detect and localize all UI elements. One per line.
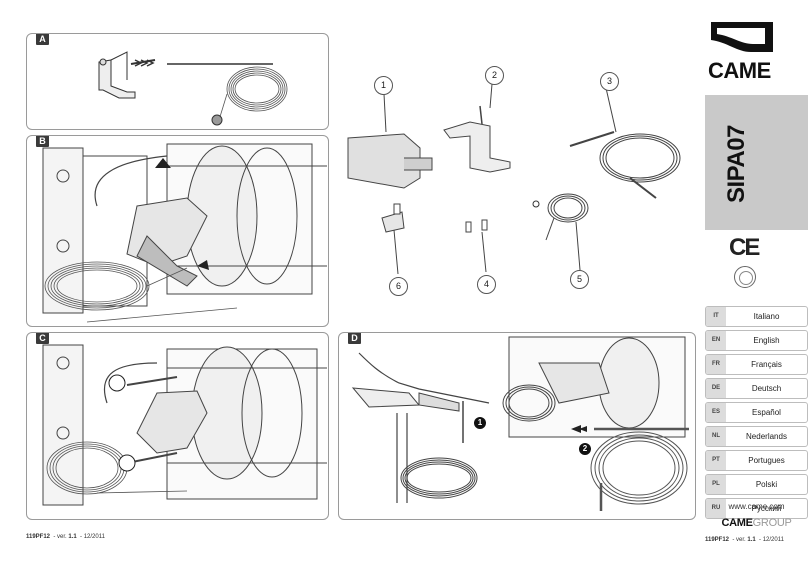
footer-left-date: 12/2011 — [83, 534, 105, 540]
lang-row-de[interactable]: DE Deutsch — [705, 378, 808, 399]
panel-b-letter: B — [36, 136, 49, 147]
lang-name: Русский — [751, 504, 782, 513]
footer-left-ver: 1.1 — [68, 534, 77, 540]
lang-code: RU — [706, 499, 726, 518]
product-code: SIPA07 — [723, 125, 750, 203]
brand-name: CAME — [708, 58, 771, 83]
lang-row-es[interactable]: ES Español — [705, 402, 808, 423]
lang-name: Italiano — [753, 312, 780, 321]
footer-right-code: 119PF12 — [705, 537, 730, 543]
footer-right-ver: 1.1 — [747, 537, 756, 543]
panel-a-illustration — [98, 51, 288, 126]
panel-c: C — [26, 332, 329, 520]
part-callout-1: 1 — [374, 76, 393, 95]
parts-illustration — [347, 83, 681, 275]
panel-c-illustration — [42, 344, 327, 506]
lang-name: Deutsch — [751, 384, 782, 393]
footer-right-date: 12/2011 — [762, 537, 784, 543]
lang-name: Français — [751, 360, 782, 369]
part-callout-3: 3 — [600, 72, 619, 91]
lang-name: Nederlands — [746, 432, 787, 441]
step-1-marker: 1 — [474, 417, 486, 429]
sidebar: CAME SIPA07 CE IT Italiano EN English FR… — [705, 0, 808, 561]
lang-code: EN — [706, 331, 726, 350]
lang-code: FR — [706, 355, 726, 374]
lang-code: IT — [706, 307, 726, 326]
panel-d-illustration — [351, 336, 689, 511]
lang-name: Español — [752, 408, 781, 417]
lang-code: DE — [706, 379, 726, 398]
website-link[interactable]: www.came.com — [728, 502, 785, 511]
lang-code: PL — [706, 475, 726, 494]
lang-row-pl[interactable]: PL Polski — [705, 474, 808, 495]
footer-left-ver-label: ver. — [57, 534, 67, 540]
ce-mark: CE — [729, 234, 760, 261]
parts-diagram: 1 2 3 4 5 6 — [340, 28, 688, 328]
panel-c-letter: C — [36, 333, 49, 344]
panel-d-letter: D — [348, 333, 361, 344]
footer-right: 119PF12 - ver. 1.1 - 12/2011 — [705, 537, 784, 543]
lang-row-nl[interactable]: NL Nederlands — [705, 426, 808, 447]
group-logo-light: GROUP — [752, 517, 792, 529]
lang-code: PT — [706, 451, 726, 470]
lang-row-fr[interactable]: FR Français — [705, 354, 808, 375]
group-logo-bold: CAME — [721, 517, 753, 529]
panel-d: D 1 2 — [338, 332, 696, 520]
lang-name: Polski — [755, 480, 778, 489]
step-2-marker: 2 — [579, 443, 591, 455]
part-callout-4: 4 — [477, 275, 496, 294]
lang-code: ES — [706, 403, 726, 422]
part-callout-2: 2 — [485, 66, 504, 85]
lang-name: Portugues — [748, 456, 785, 465]
language-list: IT Italiano EN English FR Français DE De… — [705, 306, 808, 522]
certification-seal-icon — [734, 266, 756, 288]
footer-right-ver-label: ver. — [736, 537, 746, 543]
footer-left: 119PF12 - ver. 1.1 - 12/2011 — [26, 534, 105, 540]
lang-name: English — [753, 336, 780, 345]
footer-left-code: 119PF12 — [26, 534, 51, 540]
lang-row-pt[interactable]: PT Portugues — [705, 450, 808, 471]
panel-a-letter: A — [36, 34, 49, 45]
part-callout-6: 6 — [389, 277, 408, 296]
panel-a: A — [26, 33, 329, 130]
part-callout-5: 5 — [570, 270, 589, 289]
panel-b-illustration — [42, 143, 327, 323]
lang-row-en[interactable]: EN English — [705, 330, 808, 351]
panel-b: B — [26, 135, 329, 327]
lang-row-ru[interactable]: RU Русский — [705, 498, 808, 519]
group-logo: CAMEGROUP — [705, 517, 808, 529]
product-title-block — [705, 95, 808, 230]
lang-row-it[interactable]: IT Italiano — [705, 306, 808, 327]
lang-code: NL — [706, 427, 726, 446]
came-logo-icon — [711, 22, 773, 52]
